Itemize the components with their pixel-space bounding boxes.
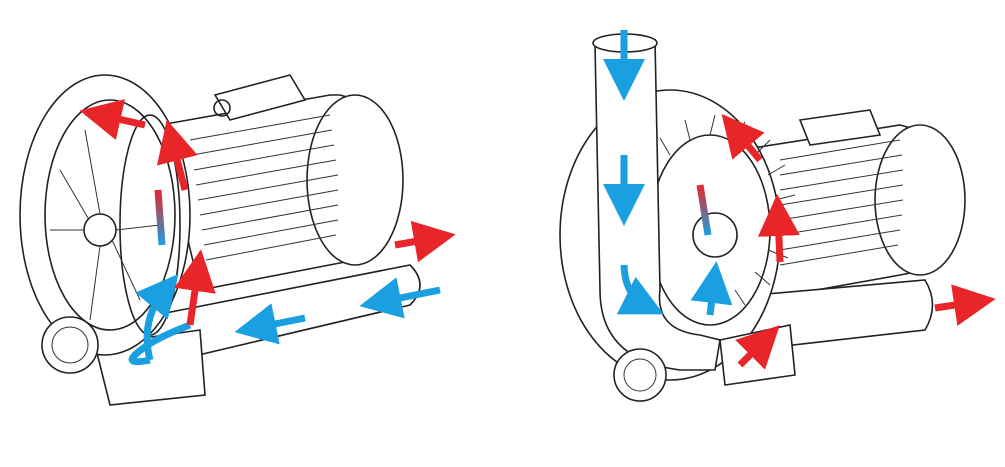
blower-right — [559, 30, 996, 402]
inflow-arrow — [135, 273, 179, 361]
outflow-arrow — [735, 325, 780, 370]
transition-arrow — [696, 184, 712, 236]
airflow-arrows — [603, 30, 996, 370]
outflow-arrow — [174, 249, 216, 326]
blower-left — [19, 74, 456, 406]
motor-end-cap — [306, 94, 404, 266]
terminal-box — [213, 74, 307, 121]
outflow-arrow — [721, 113, 765, 163]
terminal-box — [798, 109, 882, 146]
motor-fins — [189, 114, 339, 261]
outflow-arrow — [757, 194, 800, 263]
fan-cover-inner — [51, 326, 89, 364]
inflow-arrow — [234, 303, 306, 345]
airflow-arrows — [79, 99, 456, 366]
lifting-eye — [213, 99, 231, 117]
outflow-arrow — [394, 220, 456, 263]
inflow-arrow — [128, 321, 192, 366]
motor-fins — [779, 139, 904, 266]
impeller-spokes — [50, 129, 161, 321]
outflow-arrow — [79, 99, 146, 141]
outflow-arrow — [156, 119, 198, 191]
fan-cover-inner — [623, 358, 657, 392]
transition-arrow — [154, 189, 166, 246]
fan-cover — [613, 348, 667, 402]
inflow-arrow — [359, 277, 441, 319]
inflow-arrow — [690, 261, 733, 316]
fan-cover — [41, 316, 99, 374]
hub — [692, 212, 738, 258]
motor-end-cap — [874, 124, 966, 276]
inflow-arrow — [616, 264, 664, 315]
outflow-arrow — [934, 284, 996, 326]
